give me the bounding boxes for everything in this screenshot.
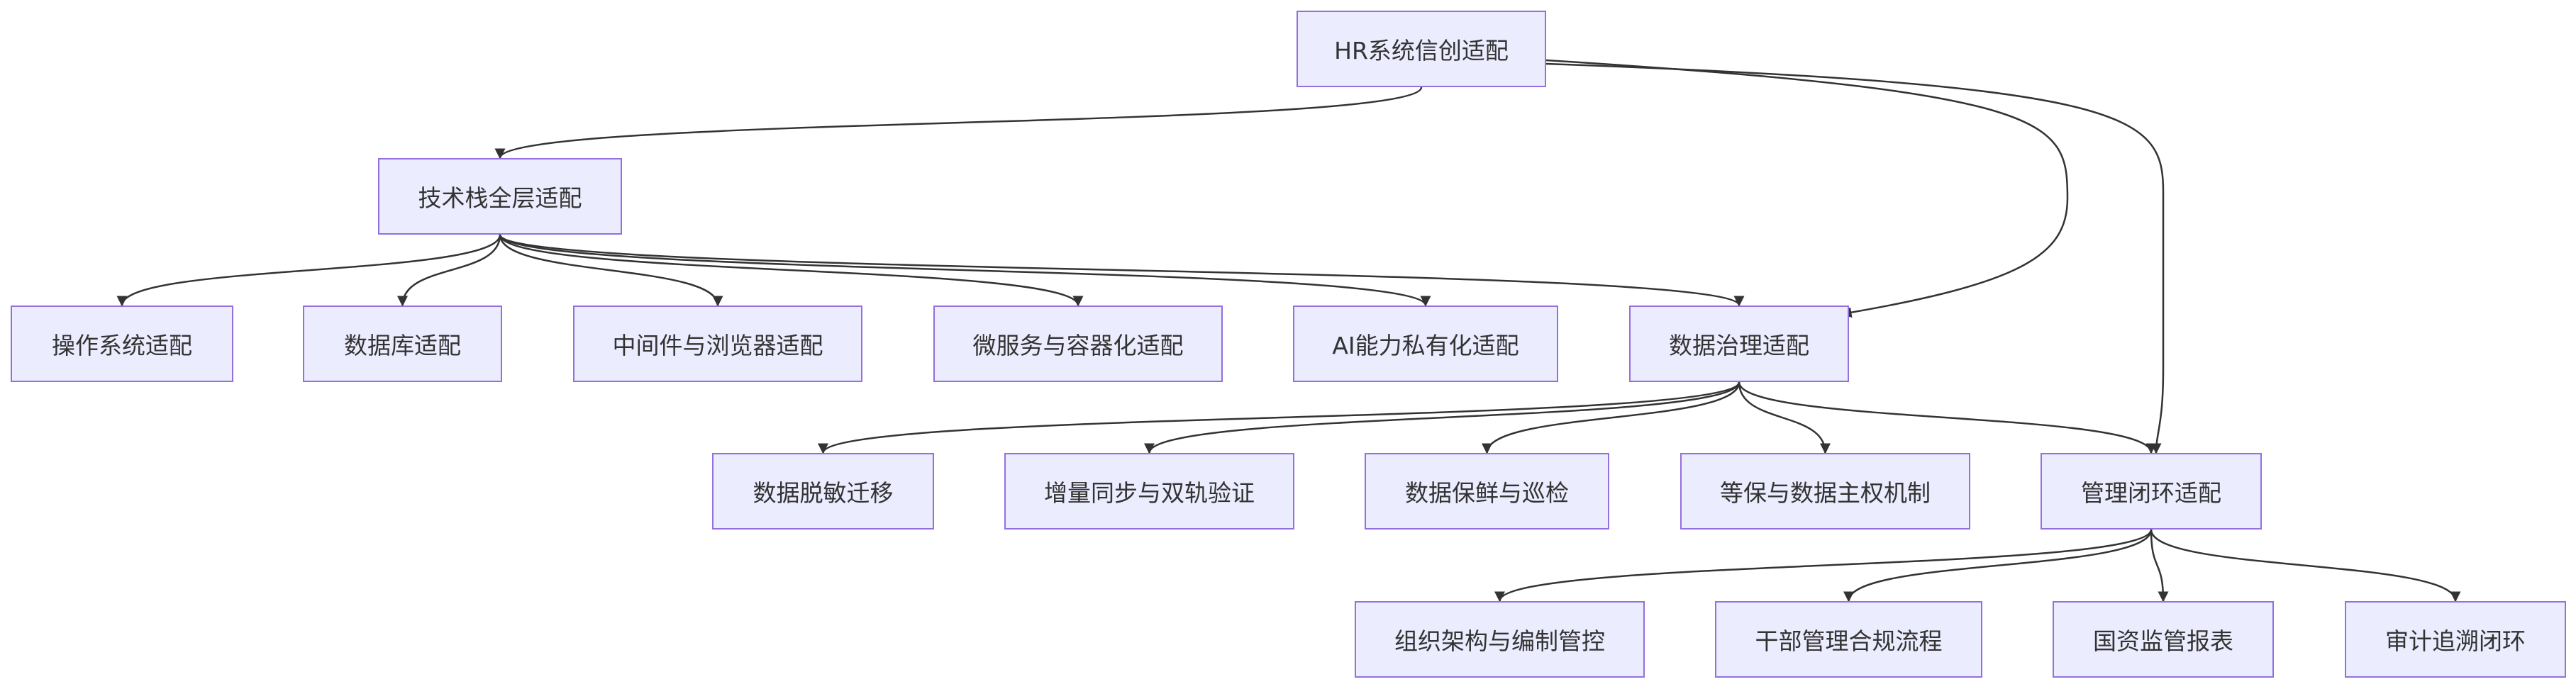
node-sync: 增量同步与双轨验证 <box>1004 453 1294 530</box>
node-label: 增量同步与双轨验证 <box>1044 479 1255 507</box>
edge-gov-to-sec <box>1738 381 1831 454</box>
node-label: 操作系统适配 <box>52 332 192 359</box>
edge-mgmt-to-sasac <box>2150 529 2169 603</box>
edge-tech-to-os <box>116 234 501 307</box>
edge-gov-to-sync <box>1144 381 1741 454</box>
edge-mgmt-to-org <box>1494 529 2153 603</box>
node-cadre: 干部管理合规流程 <box>1715 601 1982 678</box>
edge-tech-to-ms <box>499 234 1084 307</box>
edge-root-to-tech <box>494 86 1423 159</box>
edge-root-to-gov <box>1545 59 2069 318</box>
node-root: HR系统信创适配 <box>1297 11 1546 87</box>
node-audit: 审计追溯闭环 <box>2345 601 2566 678</box>
node-mgmt: 管理闭环适配 <box>2041 453 2262 530</box>
edge-mgmt-to-audit <box>2150 529 2461 603</box>
node-label: 技术栈全层适配 <box>418 184 582 212</box>
node-os: 操作系统适配 <box>11 306 233 382</box>
node-label: 组织架构与编制管控 <box>1394 627 1605 655</box>
node-label: 管理闭环适配 <box>2081 479 2221 507</box>
edge-gov-to-fresh <box>1482 381 1741 454</box>
edge-tech-to-mw <box>499 234 723 307</box>
node-db: 数据库适配 <box>303 306 502 382</box>
edge-gov-to-mgmt <box>1738 381 2157 454</box>
edge-tech-to-db <box>397 234 501 307</box>
node-label: 数据保鲜与巡检 <box>1405 479 1569 507</box>
node-label: 国资监管报表 <box>2093 627 2233 655</box>
node-label: 微服务与容器化适配 <box>972 332 1184 359</box>
node-label: HR系统信创适配 <box>1334 37 1509 65</box>
node-gov: 数据治理适配 <box>1629 306 1849 382</box>
node-label: 数据脱敏迁移 <box>753 479 894 507</box>
node-label: 数据治理适配 <box>1669 332 1809 359</box>
node-mw: 中间件与浏览器适配 <box>573 306 862 382</box>
node-fresh: 数据保鲜与巡检 <box>1365 453 1609 530</box>
node-label: 干部管理合规流程 <box>1755 627 1943 655</box>
edge-mgmt-to-cadre <box>1843 529 2153 603</box>
node-label: AI能力私有化适配 <box>1332 332 1519 359</box>
node-sec: 等保与数据主权机制 <box>1680 453 1970 530</box>
node-label: 审计追溯闭环 <box>2385 627 2526 655</box>
node-sasac: 国资监管报表 <box>2053 601 2274 678</box>
node-label: 数据库适配 <box>344 332 461 359</box>
node-label: 中间件与浏览器适配 <box>612 332 823 359</box>
node-mask: 数据脱敏迁移 <box>712 453 934 530</box>
node-org: 组织架构与编制管控 <box>1355 601 1645 678</box>
node-tech: 技术栈全层适配 <box>378 158 622 235</box>
edge-tech-to-gov <box>499 234 1745 307</box>
node-ai: AI能力私有化适配 <box>1293 306 1558 382</box>
node-ms: 微服务与容器化适配 <box>933 306 1223 382</box>
edge-gov-to-mask <box>818 381 1741 454</box>
node-label: 等保与数据主权机制 <box>1720 479 1931 507</box>
edge-root-to-mgmt <box>1545 62 2165 454</box>
edge-tech-to-ai <box>499 234 1431 307</box>
